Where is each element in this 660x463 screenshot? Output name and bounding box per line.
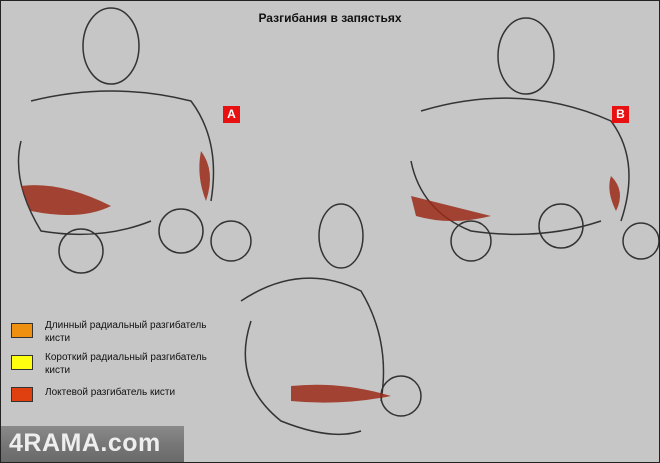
- legend-swatch-yellow: [11, 355, 33, 370]
- legend-label: Длинный радиальный разгибатель кисти: [45, 320, 207, 344]
- page-title: Разгибания в запястьях: [258, 11, 402, 25]
- figure-a-head: [82, 7, 140, 85]
- label-b-badge: B: [612, 106, 629, 123]
- label-a-badge: A: [223, 106, 240, 123]
- legend-label: Локтевой разгибатель кисти: [45, 387, 176, 398]
- legend-swatch-red: [11, 387, 33, 402]
- legend-swatch-orange: [11, 323, 33, 338]
- watermark-text: 4RAMA.com: [9, 429, 161, 457]
- legend-label: Короткий радиальный разгибатель кисти: [45, 352, 207, 376]
- watermark-logo: 4RAMA.com: [1, 426, 184, 462]
